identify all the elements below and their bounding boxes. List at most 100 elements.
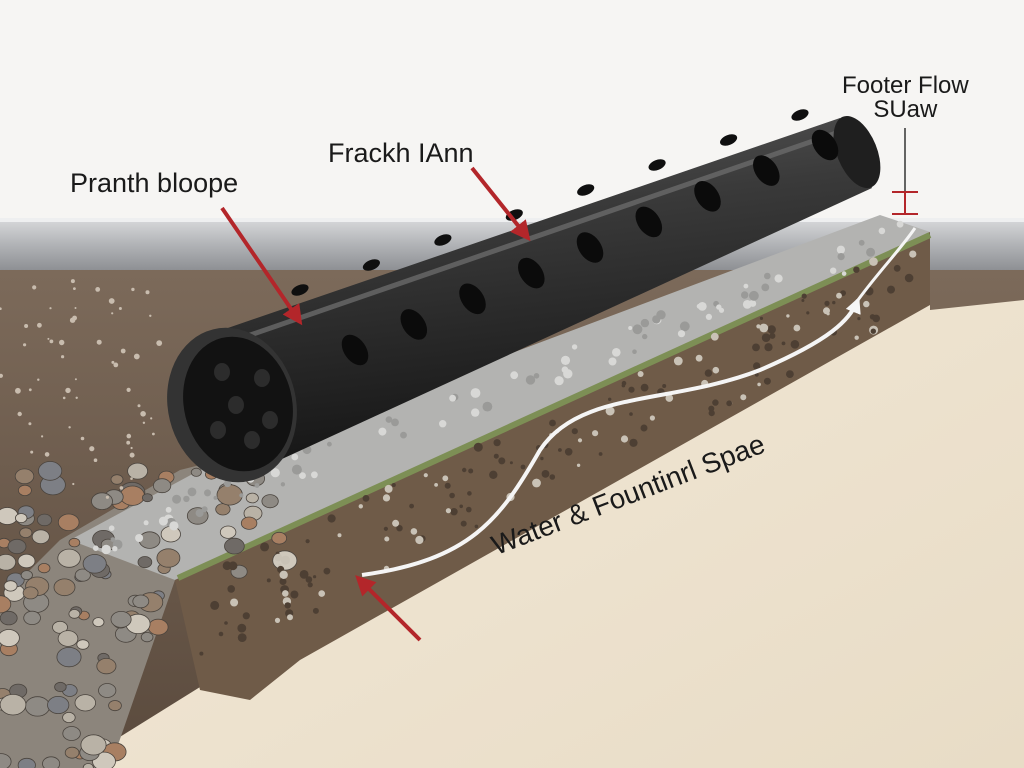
pipe-hole (362, 259, 380, 271)
gravel-pebble (774, 274, 783, 283)
pipe-hole (291, 284, 309, 296)
gravel-stone (140, 631, 154, 643)
gravel-stone (190, 467, 202, 477)
soil-speck (126, 433, 132, 439)
soil-speck (740, 394, 747, 401)
soil-speck (126, 387, 131, 392)
soil-speck (801, 299, 805, 302)
gravel-stone (0, 554, 17, 571)
gravel-stone (0, 694, 27, 716)
gravel-stone (37, 461, 63, 481)
gravel-pebble (299, 472, 306, 479)
gravel-stone (110, 611, 132, 628)
soil-speck (287, 614, 293, 621)
soil-speck (358, 504, 363, 509)
gravel-stone (31, 529, 50, 544)
pipe-hole (341, 334, 369, 366)
gravel-pebble (560, 355, 571, 365)
gravel-stone (57, 548, 81, 568)
soil-speck (129, 452, 135, 458)
soil-speck (323, 567, 331, 575)
soil-speck (541, 470, 550, 478)
soil-speck (712, 399, 719, 406)
soil-speck (290, 590, 299, 599)
soil-speck (62, 396, 66, 400)
gravel-stone (62, 726, 81, 741)
gravel-stone (7, 538, 27, 555)
gravel-pebble (640, 318, 650, 328)
soil-speck (130, 477, 133, 480)
water-flow-line (361, 297, 861, 577)
soil-speck (299, 570, 309, 579)
soil-speck (80, 436, 85, 441)
gravel-pebble (385, 416, 393, 423)
soil-speck (152, 432, 155, 436)
gravel-stone (0, 610, 18, 626)
gravel-stone (23, 610, 41, 626)
soil-speck (72, 315, 77, 321)
gravel-pebble (291, 453, 299, 461)
soil-speck (793, 324, 801, 332)
soil-speck (15, 387, 21, 394)
gravel-stone (0, 753, 12, 768)
soil-speck (266, 578, 271, 583)
soil-speck (142, 421, 146, 424)
gravel-stone (42, 756, 61, 768)
gravel-pebble (254, 483, 260, 488)
gravel-pebble (718, 307, 725, 313)
gravel-pebble (327, 441, 332, 447)
gravel-stone (137, 556, 153, 569)
soil-speck (549, 419, 556, 427)
soil-speck (493, 439, 501, 447)
soil-speck (199, 651, 204, 656)
gravel-pebble (439, 420, 447, 428)
gravel-stone (224, 537, 245, 555)
pipe-inner-hole (210, 421, 226, 439)
soil-speck (30, 450, 34, 454)
gravel-pebble (677, 330, 686, 338)
pipe-hole (518, 257, 545, 289)
gravel-pebble (836, 245, 846, 254)
soil-speck (621, 383, 626, 388)
soil-speck (119, 486, 124, 490)
gravel-stone (64, 746, 80, 759)
soil-speck (282, 590, 289, 597)
soil-speck (836, 292, 842, 299)
soil-speck (468, 468, 474, 474)
gravel-pebble (400, 431, 407, 439)
soil-speck (108, 298, 115, 304)
soil-speck (118, 307, 122, 310)
soil-speck (444, 482, 451, 489)
french-drain-pointer-arrow (470, 166, 531, 242)
gravel-stone (82, 554, 107, 574)
gravel-stone (156, 548, 181, 568)
soil-speck (863, 300, 870, 308)
gravel-stone (74, 568, 91, 582)
soil-speck (61, 355, 65, 359)
gravel-stone (68, 609, 81, 619)
gravel-stone (240, 516, 258, 530)
gravel-pebble (158, 516, 168, 526)
pipe-hole (459, 283, 486, 315)
gravel-pebble (187, 487, 197, 497)
soil-speck (498, 457, 506, 465)
gravel-pebble (311, 471, 318, 479)
gravel-pebble (696, 303, 702, 309)
soil-speck (41, 435, 44, 438)
footer-flow-label: Footer Flow SUaw (842, 74, 969, 122)
gravel-pebble (482, 401, 493, 412)
gravel-stone (54, 681, 67, 693)
gravel-stone (36, 513, 53, 527)
gravel-pebble (93, 545, 99, 551)
soil-speck (893, 264, 901, 272)
soil-speck (757, 382, 761, 387)
gravel-stone (17, 484, 32, 496)
gravel-stone (80, 734, 107, 756)
soil-speck (145, 290, 150, 295)
gravel-stone (3, 580, 18, 592)
soil-speck (137, 404, 141, 408)
drain-pipe-pointer-arrow (220, 206, 303, 326)
soil-speck (649, 415, 656, 421)
soil-speck (318, 590, 326, 597)
